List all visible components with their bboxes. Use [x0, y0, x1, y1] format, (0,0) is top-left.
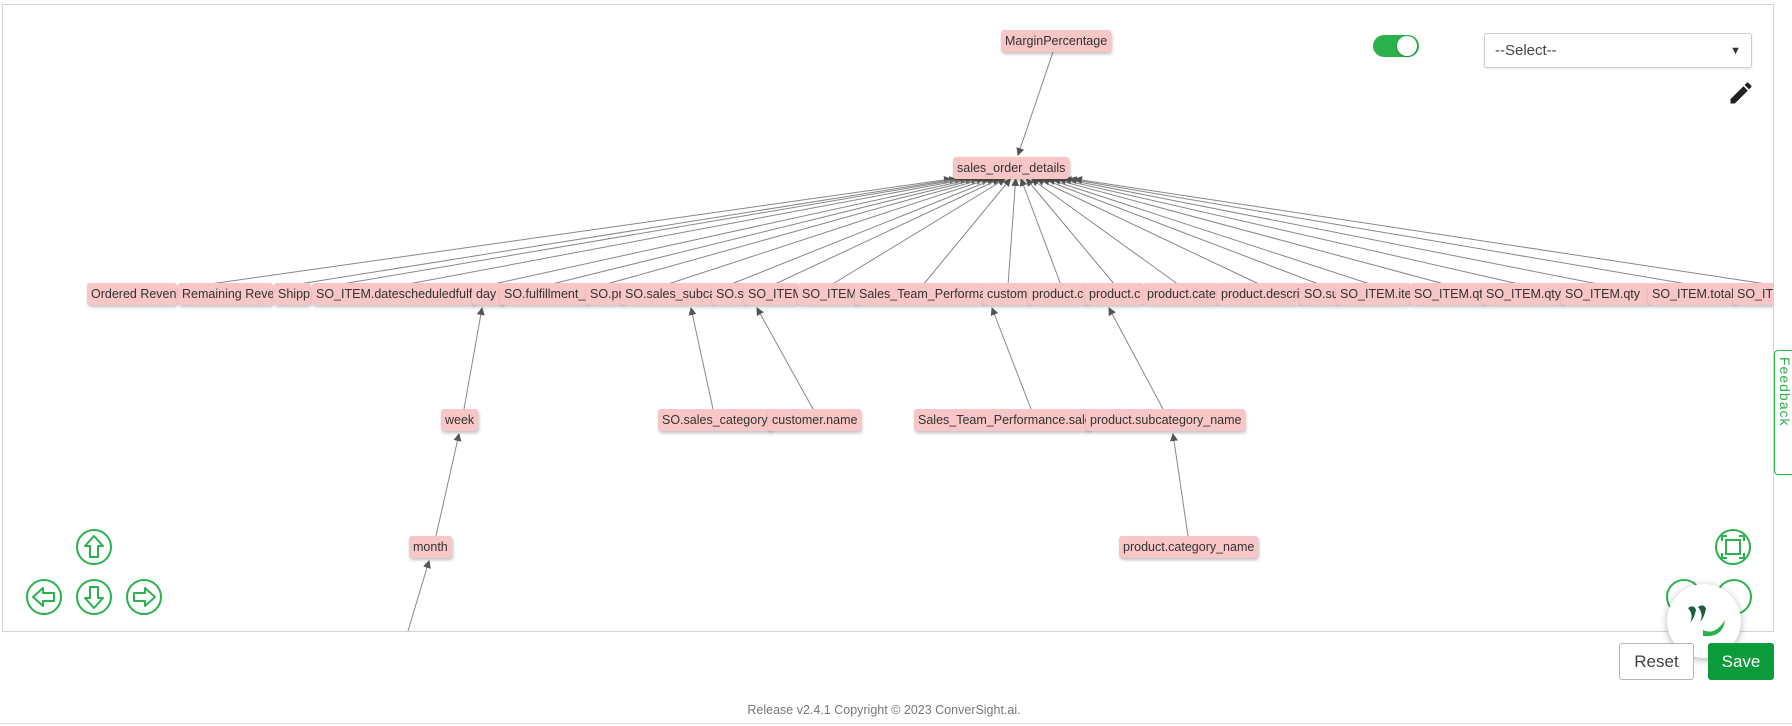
graph-node-center[interactable]: sales_order_details [953, 157, 1070, 179]
arrow-down-icon[interactable] [75, 578, 113, 616]
graph-edges [202, 51, 1773, 631]
graph-edge [602, 177, 985, 286]
graph-edge [402, 176, 969, 286]
feedback-tab[interactable]: Feedback [1774, 350, 1792, 475]
graph-node[interactable]: product.subcategory_name [1086, 409, 1246, 431]
graph-edge [1019, 178, 1062, 286]
graph-node[interactable]: SO.fulfillment_ [500, 283, 589, 305]
graph-edge [1036, 178, 1262, 286]
graph-node[interactable]: SO.pr [586, 283, 624, 305]
graph-node[interactable]: SO_ITEM.qt [1410, 283, 1485, 305]
graph-node[interactable]: Sales_Team_Performa [855, 283, 985, 305]
arrow-left-icon[interactable] [25, 578, 63, 616]
graph-edge [1063, 176, 1604, 286]
chevron-down-icon: ▼ [1730, 45, 1741, 57]
graph-node[interactable]: SO_ITEM.qty [1561, 283, 1650, 305]
graph-node[interactable]: SO.sales_subca [621, 283, 715, 305]
graph-node[interactable]: week [441, 409, 479, 431]
graph-edge [990, 307, 1032, 410]
graph-node[interactable]: Ordered Reven [87, 283, 177, 305]
graph-edge [1016, 51, 1054, 156]
graph-canvas[interactable]: MarginPercentage sales_order_details Ord… [2, 4, 1774, 632]
graph-edge [1068, 176, 1694, 286]
graph-edge [547, 176, 979, 286]
graph-node[interactable]: SO_ITEM.ite [1336, 283, 1411, 305]
graph-edge [1074, 176, 1773, 286]
graph-edge [1057, 176, 1524, 286]
graph-node[interactable]: SO_ITEM [744, 283, 799, 305]
graph-node[interactable]: product.category_name [1119, 536, 1259, 558]
graph-node[interactable]: product.descri [1217, 283, 1302, 305]
graph-node[interactable]: Sales_Team_Performance.sale [914, 409, 1090, 431]
graph-edge [335, 176, 963, 286]
graph-node[interactable]: SO.s [712, 283, 747, 305]
footer-copyright: Release v2.4.1 Copyright © 2023 ConverSi… [747, 703, 1021, 717]
graph-edge [1052, 176, 1449, 286]
graph-edge [688, 307, 714, 410]
graph-node-root[interactable]: MarginPercentage [1001, 30, 1112, 52]
node-select-dropdown[interactable]: --Select-- ▼ [1484, 33, 1752, 68]
graph-edge [463, 307, 485, 410]
graph-node[interactable]: customer.name [768, 409, 862, 431]
graph-node[interactable]: SO_ITEM.datescheduledfulfi [312, 283, 475, 305]
arrow-up-icon[interactable] [75, 528, 113, 566]
pencil-icon[interactable] [1727, 79, 1755, 107]
graph-edge [1025, 178, 1116, 286]
graph-edge [1041, 177, 1322, 286]
graph-edge [728, 177, 996, 286]
graph-edge [756, 307, 814, 410]
graph-edge [407, 560, 431, 631]
graph-node[interactable]: Shipp [274, 283, 311, 305]
graph-node[interactable]: custom [983, 283, 1031, 305]
fit-screen-icon[interactable] [1714, 528, 1752, 566]
graph-node[interactable]: month [409, 536, 452, 558]
feedback-label: Feedback [1777, 357, 1792, 427]
toggle-switch[interactable] [1373, 35, 1419, 57]
graph-node[interactable]: Remaining Reve [178, 283, 273, 305]
graph-node[interactable]: SO.sales_category [658, 409, 772, 431]
graph-edge [1007, 178, 1020, 286]
graph-edge [435, 433, 462, 537]
graph-edge [664, 177, 990, 286]
graph-node[interactable]: SO_IT [1733, 283, 1773, 305]
toggle-knob [1397, 36, 1417, 56]
graph-edge [772, 178, 1001, 286]
graph-node[interactable]: day [472, 283, 504, 305]
graph-node[interactable]: SO_ITEM.total [1648, 283, 1736, 305]
graph-node[interactable]: product.cate [1143, 283, 1219, 305]
graph-edge [292, 176, 958, 286]
graph-node[interactable]: SO_ITEM.qty [1482, 283, 1564, 305]
graph-edge [488, 176, 974, 286]
graph-node[interactable]: SO.su [1300, 283, 1339, 305]
graph-edge [202, 176, 952, 286]
arrow-right-icon[interactable] [125, 578, 163, 616]
graph-node[interactable]: product.c [1085, 283, 1144, 305]
select-value: --Select-- [1495, 42, 1557, 59]
graph-edge [1047, 177, 1374, 286]
graph-node[interactable]: product.c [1028, 283, 1088, 305]
graph-edge [1031, 178, 1180, 286]
graph-edge [1108, 307, 1164, 410]
bottom-divider [0, 723, 1792, 724]
save-button[interactable]: Save [1708, 643, 1774, 680]
graph-edge [1170, 433, 1189, 537]
reset-button[interactable]: Reset [1619, 643, 1694, 680]
graph-edge [830, 178, 1006, 286]
graph-edge [922, 178, 1011, 286]
graph-node[interactable]: SO_ITEM. [798, 283, 858, 305]
